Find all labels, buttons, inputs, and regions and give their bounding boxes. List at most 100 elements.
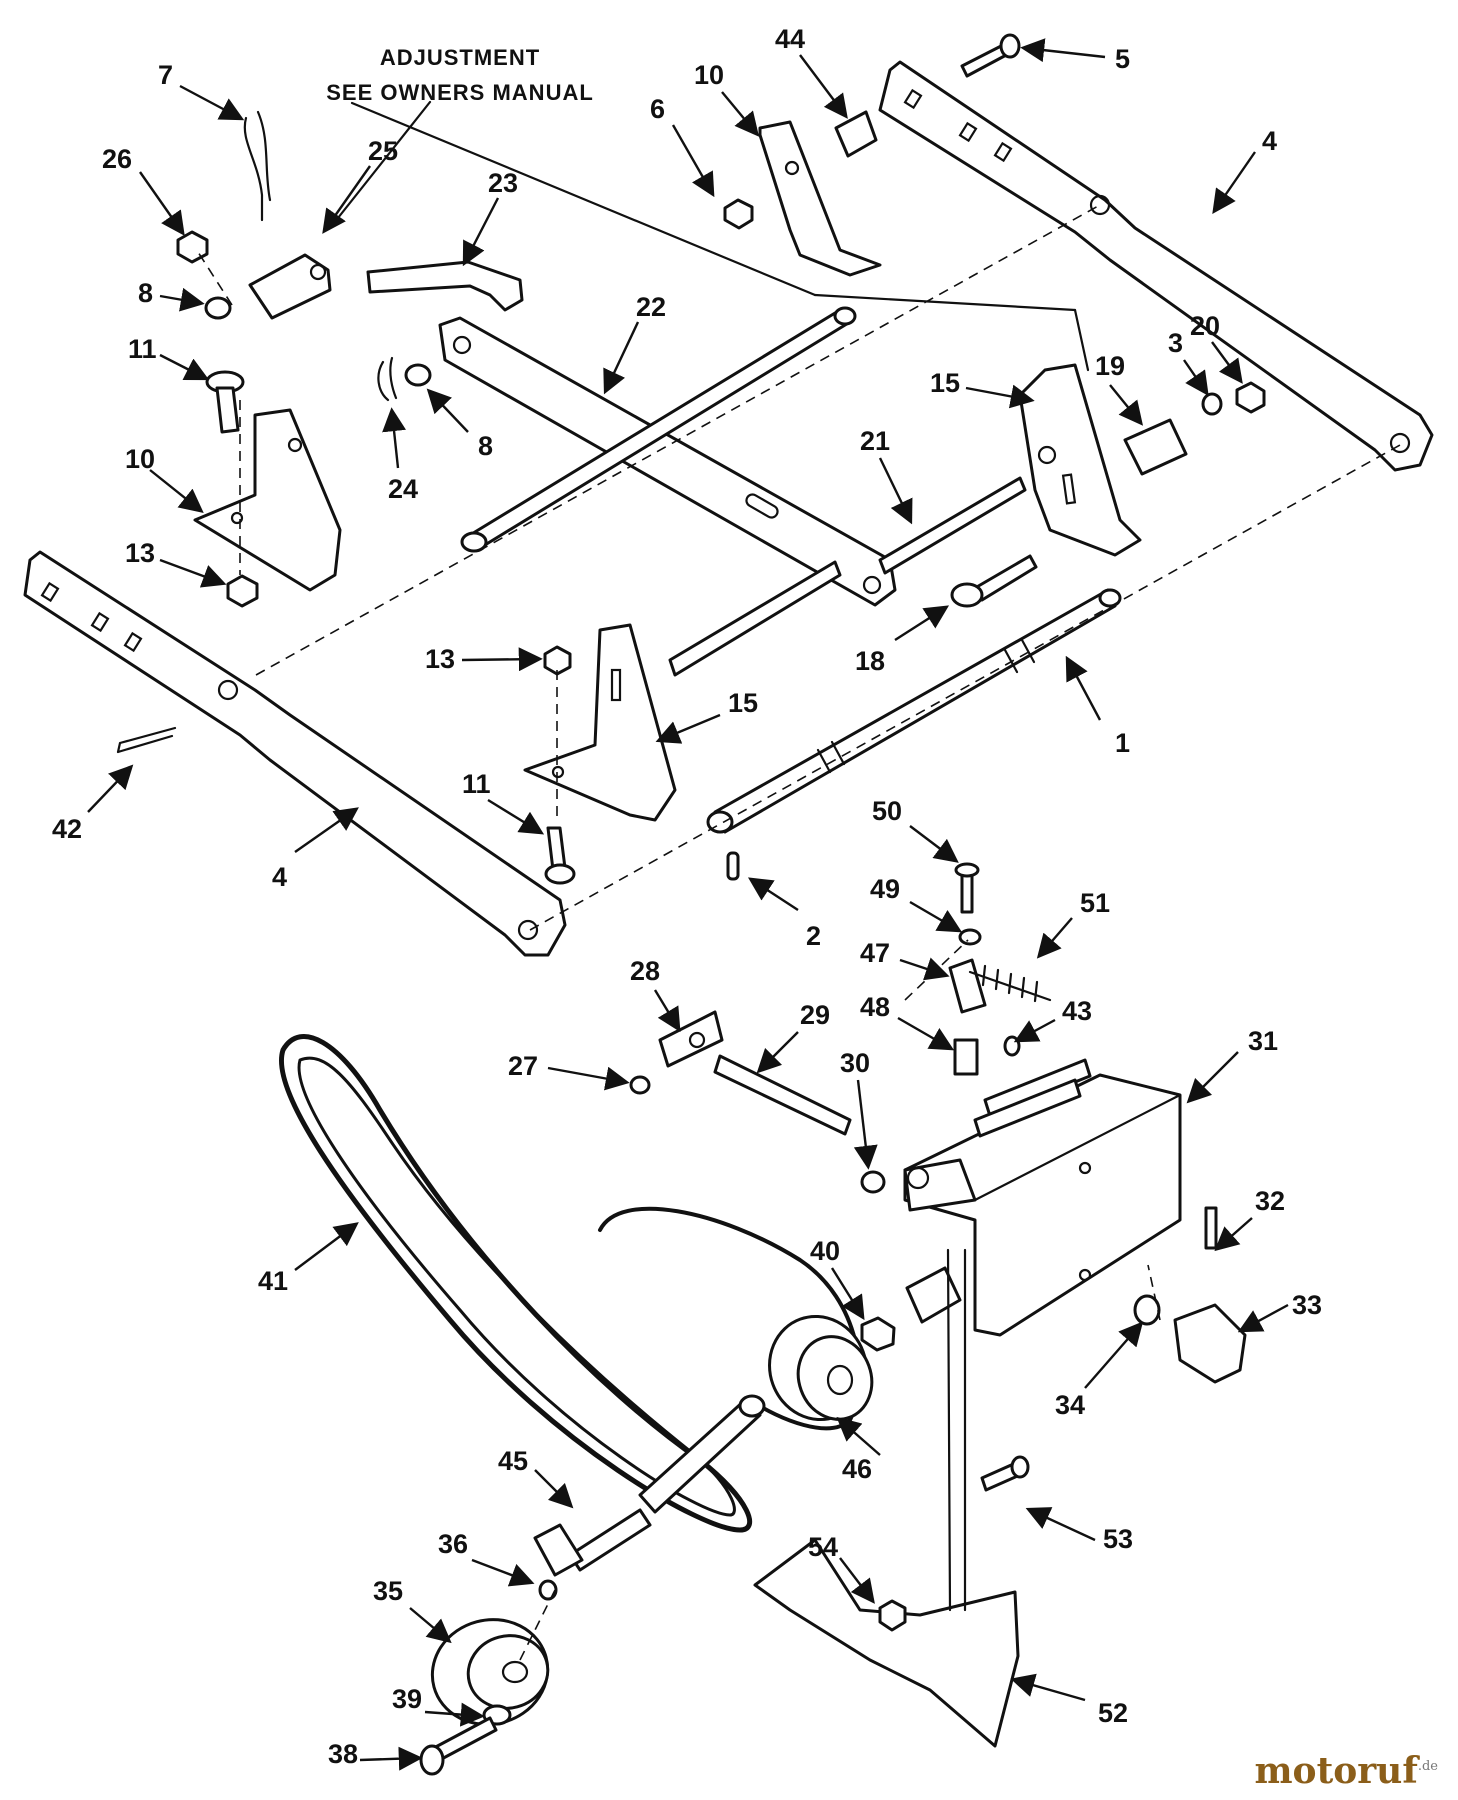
brand-watermark: motoruf.de [1254,1750,1438,1792]
idler-bracket [860,862,1182,1352]
belt-guard [753,1248,1030,1748]
svg-text:39: 39 [392,1684,422,1714]
svg-text:10: 10 [694,60,724,90]
svg-text:51: 51 [1080,888,1110,918]
bracket-15-left [523,623,677,822]
callout-15b: 15 [655,688,758,744]
callout-21: 21 [860,426,913,525]
cross-bar-shafts [460,306,1027,677]
callout-4b: 4 [272,807,359,892]
svg-text:15: 15 [728,688,758,718]
callout-32: 32 [1214,1186,1285,1252]
svg-text:42: 42 [52,814,82,844]
svg-text:36: 36 [438,1529,468,1559]
svg-text:26: 26 [102,144,132,174]
svg-text:4: 4 [1262,126,1277,156]
watermark-brand: motoruf [1254,1750,1418,1792]
svg-text:19: 19 [1095,351,1125,381]
callout-6: 6 [650,94,715,198]
callout-44: 44 [775,24,848,119]
svg-text:49: 49 [870,874,900,904]
callout-18: 18 [855,605,950,676]
adjust-knob [1133,1206,1247,1384]
svg-text:11: 11 [462,769,491,799]
callout-45: 45 [498,1446,574,1509]
left-lift-arm [23,550,567,957]
callout-36: 36 [438,1529,535,1587]
bracket-10-top [758,120,882,277]
svg-text:8: 8 [138,278,153,308]
tension-rod [629,1010,886,1194]
svg-text:1: 1 [1115,728,1130,758]
svg-text:38: 38 [328,1739,358,1769]
callout-29: 29 [756,1000,830,1074]
svg-text:30: 30 [840,1048,870,1078]
svg-text:15: 15 [930,368,960,398]
callout-49: 49 [870,874,963,933]
callout-43: 43 [1013,996,1092,1043]
callout-15a: 15 [930,368,1035,409]
callout-46: 46 [836,1416,881,1484]
callout-11b: 11 [462,769,545,835]
svg-text:3: 3 [1168,328,1183,358]
callout-19: 19 [1095,351,1144,426]
callout-41: 41 [258,1222,359,1296]
svg-text:41: 41 [258,1266,288,1296]
callout-7: 7 [158,60,245,121]
svg-text:6: 6 [650,94,665,124]
callout-53: 53 [1025,1507,1133,1554]
bracket-15-right [1018,363,1142,557]
callout-10a: 10 [694,60,760,137]
callout-26: 26 [102,144,185,236]
watermark-suffix: .de [1417,1759,1438,1774]
svg-text:29: 29 [800,1000,830,1030]
svg-text:20: 20 [1190,311,1220,341]
svg-text:45: 45 [498,1446,528,1476]
callout-52: 52 [1010,1673,1128,1728]
note-line-1: ADJUSTMENT [380,45,540,70]
callout-13a: 13 [125,538,227,588]
callouts: 1 2 3 4 4 5 6 7 8 8 10 10 11 11 13 13 15… [52,24,1322,1771]
callout-31: 31 [1186,1026,1278,1104]
svg-text:54: 54 [808,1532,838,1562]
callout-38: 38 [328,1739,423,1771]
callout-11a: 11 [128,334,210,381]
svg-text:44: 44 [775,24,805,54]
callout-42: 42 [52,764,134,844]
svg-text:53: 53 [1103,1524,1133,1554]
svg-text:40: 40 [810,1236,840,1266]
callout-28: 28 [630,956,681,1033]
svg-text:13: 13 [125,538,155,568]
cross-bar [438,316,897,607]
svg-text:23: 23 [488,168,518,198]
svg-text:34: 34 [1055,1390,1085,1420]
callout-4a: 4 [1212,126,1277,214]
callout-8b: 8 [426,388,493,461]
callout-39: 39 [392,1684,485,1727]
svg-text:47: 47 [860,938,890,968]
svg-text:46: 46 [842,1454,872,1484]
svg-text:32: 32 [1255,1186,1285,1216]
callout-3: 3 [1168,328,1209,396]
svg-text:18: 18 [855,646,885,676]
svg-text:22: 22 [636,292,666,322]
callout-24: 24 [382,407,418,504]
svg-text:27: 27 [508,1051,538,1081]
callout-30: 30 [840,1048,878,1170]
callout-51: 51 [1036,888,1110,959]
svg-text:8: 8 [478,431,493,461]
svg-text:5: 5 [1115,44,1130,74]
svg-text:10: 10 [125,444,155,474]
svg-text:28: 28 [630,956,660,986]
svg-text:43: 43 [1062,996,1092,1026]
svg-text:21: 21 [860,426,890,456]
svg-text:31: 31 [1248,1026,1278,1056]
hardware-small [116,33,1266,885]
callout-20: 20 [1190,311,1243,384]
assembly-lines [197,100,1401,1661]
callout-2: 2 [747,877,821,951]
callout-34: 34 [1055,1321,1144,1420]
svg-text:50: 50 [872,796,902,826]
callout-13b: 13 [425,644,543,674]
svg-text:11: 11 [128,334,157,364]
